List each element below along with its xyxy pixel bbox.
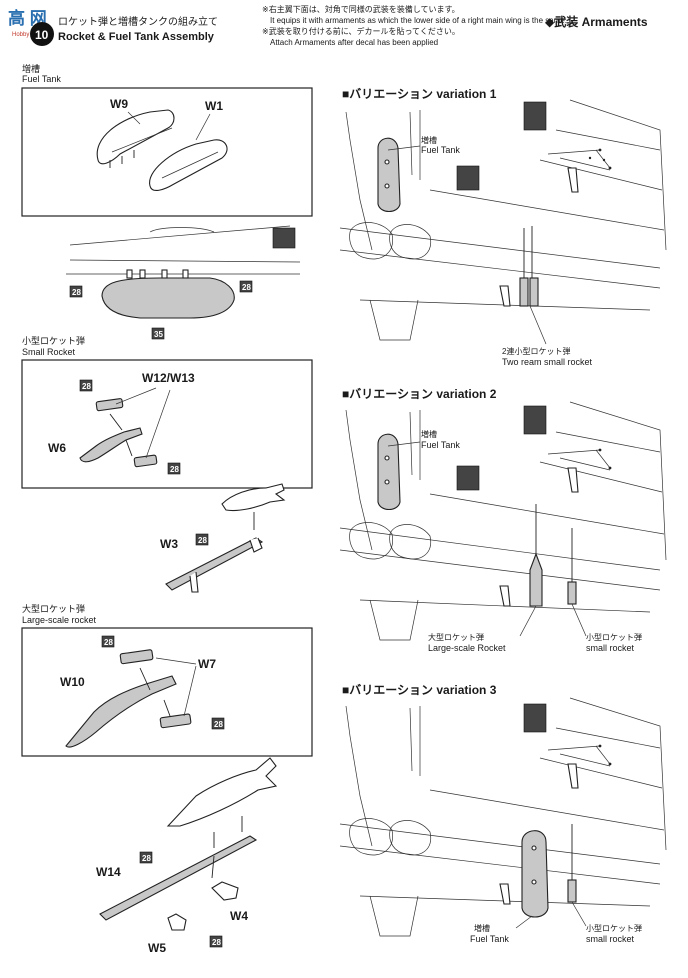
part-28-label: 28 <box>214 720 223 729</box>
fuel-tank-under-wing-drawing <box>66 225 301 319</box>
variation-3-small-rocket-label-en: small rocket <box>586 934 635 944</box>
zoom-detail-icon <box>456 165 480 191</box>
variation-2-tank-label-ja: 増槽 <box>421 429 437 439</box>
part-w12-w13-label: W12/W13 <box>142 371 195 385</box>
part-28-label: 28 <box>212 938 221 947</box>
variation-2-title: ■バリエーション variation 2 <box>342 387 497 401</box>
part-28-label: 28 <box>72 288 81 297</box>
large-rocket-rail-drawing <box>99 757 278 931</box>
step-title-en: Rocket & Fuel Tank Assembly <box>58 31 215 43</box>
large-rocket-label-en: Large-scale rocket <box>22 615 97 625</box>
fuel-tank-label-ja: 増槽 <box>22 63 40 74</box>
variation-1-tank-label-ja: 増槽 <box>421 135 437 145</box>
part-w9-label: W9 <box>110 97 128 111</box>
zoom-detail-icon <box>523 703 547 733</box>
part-w3-label: W3 <box>160 537 178 551</box>
note-2-en: Attach Armaments after decal has been ap… <box>270 38 438 47</box>
variation-2-wing-drawing <box>339 401 667 641</box>
part-w14-label: W14 <box>96 865 121 879</box>
variation-1-title: ■バリエーション variation 1 <box>342 87 497 101</box>
cement-badge-icon <box>69 285 83 298</box>
logo-text: 高 网 <box>8 8 47 28</box>
part-w1-label: W1 <box>205 99 223 113</box>
variation-3-wing-drawing <box>339 697 667 937</box>
cement-badge-icon <box>195 533 209 546</box>
part-w10-label: W10 <box>60 675 85 689</box>
step-badge <box>30 22 54 46</box>
cement-badge-icon <box>139 851 153 864</box>
armaments-heading: ◆武装 Armaments <box>545 14 648 29</box>
part-w6-label: W6 <box>48 441 66 455</box>
variation-3-tank-label-en: Fuel Tank <box>470 934 509 944</box>
part-badge-icon <box>151 327 165 340</box>
note-2-ja: ※武装を取り付ける前に、デカールを貼ってください。 <box>262 26 460 36</box>
variation-1-rocket-label-ja: 2連小型ロケット弾 <box>502 346 570 356</box>
small-rocket-rail-drawing <box>165 483 286 593</box>
variation-2-large-rocket-label-ja: 大型ロケット弾 <box>428 632 484 642</box>
cement-badge-icon <box>79 379 93 392</box>
large-rocket-detail-box <box>21 627 313 757</box>
variation-2-small-rocket-label-en: small rocket <box>586 643 635 653</box>
step-number: 10 <box>35 28 49 42</box>
part-28-label: 28 <box>82 382 91 391</box>
large-rocket-label-ja: 大型ロケット弾 <box>22 603 85 614</box>
cement-badge-icon <box>239 280 253 293</box>
part-28-label: 28 <box>104 638 113 647</box>
cement-badge-icon <box>209 935 223 948</box>
zoom-detail-icon <box>523 405 547 435</box>
variation-3-title: ■バリエーション variation 3 <box>342 683 497 697</box>
variation-3-tank-label-ja: 増槽 <box>474 923 490 933</box>
part-28-label: 28 <box>198 536 207 545</box>
zoom-detail-icon <box>523 101 547 131</box>
decal-hint-icon <box>272 227 296 249</box>
large-rocket-drawing <box>65 649 197 748</box>
part-28-label: 28 <box>170 465 179 474</box>
small-rocket-label-ja: 小型ロケット弾 <box>22 335 85 346</box>
cement-badge-icon <box>101 635 115 648</box>
logo-subtext: Hobby Model <box>12 32 47 38</box>
part-w7-label: W7 <box>198 657 216 671</box>
variation-2-tank-label-en: Fuel Tank <box>421 440 460 450</box>
step-title-ja: ロケット弾と増槽タンクの組み立て <box>58 15 218 28</box>
part-28-label: 28 <box>142 854 151 863</box>
note-1-en: It equips it with armaments as which the… <box>270 16 567 25</box>
variation-1-wing-drawing <box>339 99 667 341</box>
part-w4-label: W4 <box>230 909 248 923</box>
fuel-tank-label-en: Fuel Tank <box>22 74 61 84</box>
cement-badge-icon <box>211 717 225 730</box>
small-rocket-label-en: Small Rocket <box>22 347 76 357</box>
variation-1-rocket-label-en: Two ream small rocket <box>502 357 593 367</box>
cement-badge-icon <box>167 462 181 475</box>
variation-1-tank-label-en: Fuel Tank <box>421 145 460 155</box>
small-rocket-detail-box <box>21 359 313 489</box>
variation-3-small-rocket-label-ja: 小型ロケット弾 <box>586 923 642 933</box>
part-w5-label: W5 <box>148 941 166 955</box>
zoom-detail-icon <box>456 465 480 491</box>
part-35-label: 35 <box>154 330 163 339</box>
part-28-label: 28 <box>242 283 251 292</box>
fuel-tank-halves-drawing <box>96 109 228 192</box>
variation-2-small-rocket-label-ja: 小型ロケット弾 <box>586 632 642 642</box>
variation-2-large-rocket-label-en: Large-scale Rocket <box>428 643 506 653</box>
fuel-tank-detail-box <box>21 87 313 217</box>
note-1-ja: ※右主翼下面は、対角で同様の武装を装備しています。 <box>262 4 460 14</box>
small-rocket-drawing <box>79 387 171 468</box>
